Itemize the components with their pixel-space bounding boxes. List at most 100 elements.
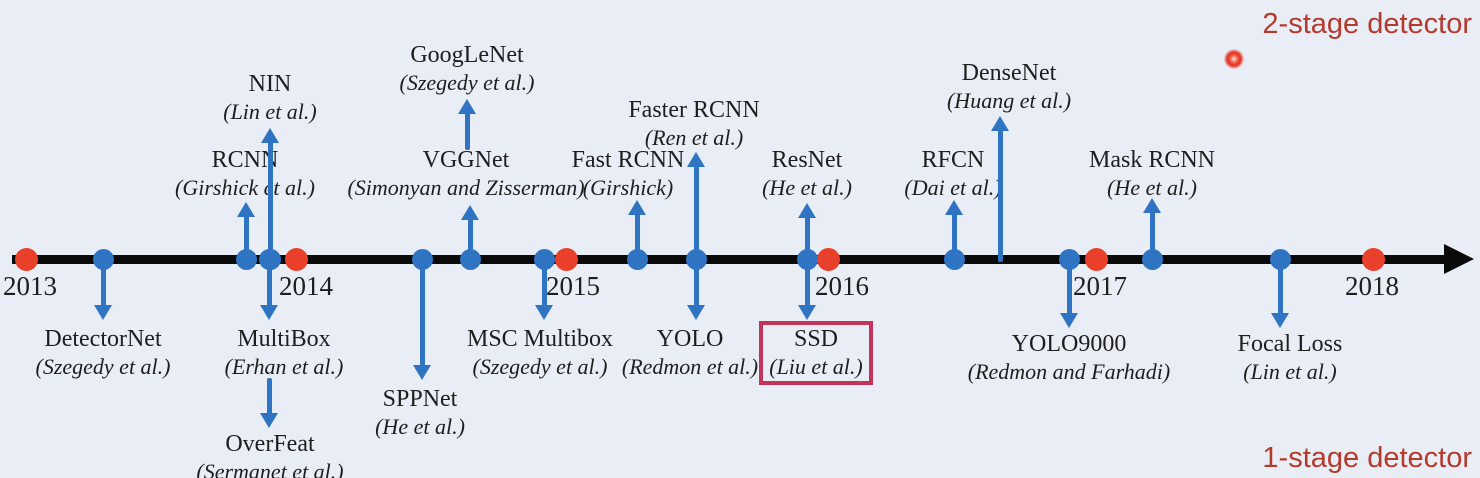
event-dot xyxy=(459,248,481,270)
event-dot xyxy=(943,248,965,270)
event-name-yolo9000: YOLO9000 xyxy=(1011,331,1127,357)
event-name-rcnn: RCNN xyxy=(211,147,279,173)
event-arrow-up-icon xyxy=(798,203,816,218)
event-label-msc-multibox: MSC Multibox(Szegedy et al.) xyxy=(467,326,613,380)
event-arrow-shaft xyxy=(467,218,473,260)
year-label-2017: 2017 xyxy=(1073,271,1127,301)
event-arrow-shaft xyxy=(693,260,699,307)
event-name-multibox: MultiBox xyxy=(237,326,331,352)
event-dot xyxy=(411,248,433,270)
year-label-2016: 2016 xyxy=(815,271,869,301)
timeline-axis xyxy=(12,254,1448,264)
event-dot xyxy=(796,248,818,270)
year-label-2013: 2013 xyxy=(3,271,57,301)
event-citation-faster-rcnn: (Ren et al.) xyxy=(644,125,744,150)
event-arrow-down-icon xyxy=(260,413,278,428)
event-citation-rfcn: (Dai et al.) xyxy=(904,175,1002,200)
event-arrow-shaft xyxy=(634,213,640,260)
event-arrow-shaft xyxy=(243,215,249,260)
event-name-fast-rcnn: Fast RCNN xyxy=(571,147,685,173)
event-name-rfcn: RFCN xyxy=(921,147,985,173)
event-name-nin: NIN xyxy=(248,71,292,97)
event-label-resnet: ResNet(He et al.) xyxy=(762,147,852,201)
year-dot-2013 xyxy=(14,247,38,271)
event-label-focal-loss: Focal Loss(Lin et al.) xyxy=(1238,331,1343,385)
event-label-detectornet: DetectorNet(Szegedy et al.) xyxy=(36,326,171,380)
year-dot-2014 xyxy=(284,247,308,271)
event-dot xyxy=(1141,248,1163,270)
event-arrow-down-icon xyxy=(1060,313,1078,328)
event-arrow-up-icon xyxy=(687,152,705,167)
year-label-2015: 2015 xyxy=(546,271,600,301)
event-name-msc-multibox: MSC Multibox xyxy=(466,326,614,352)
event-arrow-shaft xyxy=(1066,260,1072,315)
event-name-detectornet: DetectorNet xyxy=(44,326,162,352)
event-label-multibox: MultiBox(Erhan et al.) xyxy=(225,326,344,380)
event-name-densenet: DenseNet xyxy=(961,60,1057,86)
event-arrow-up-icon xyxy=(945,200,963,215)
event-arrow-down-icon xyxy=(94,305,112,320)
event-citation-multibox: (Erhan et al.) xyxy=(224,354,344,379)
event-arrow-shaft xyxy=(266,378,272,415)
event-citation-overfeat: (Sermanet et al.) xyxy=(196,459,344,478)
event-citation-rcnn: (Girshick et al.) xyxy=(175,175,315,200)
event-dot xyxy=(1058,248,1080,270)
event-dot xyxy=(626,248,648,270)
event-citation-vggnet: (Simonyan and Zisserman) xyxy=(347,175,585,200)
event-label-vggnet: VGGNet(Simonyan and Zisserman) xyxy=(347,147,584,201)
one-stage-detector-label: 1-stage detector xyxy=(1262,442,1472,474)
event-arrow-up-icon xyxy=(458,99,476,114)
event-arrow-shaft xyxy=(419,260,425,367)
event-label-fast-rcnn: Fast RCNN(Girshick) xyxy=(572,147,685,201)
event-label-overfeat: OverFeat (Sermanet et al.) xyxy=(196,431,343,478)
event-arrow-shaft xyxy=(804,216,810,260)
two-stage-detector-label: 2-stage detector xyxy=(1262,8,1472,40)
year-dot-2017 xyxy=(1084,247,1108,271)
event-arrow-down-icon xyxy=(1271,313,1289,328)
event-arrow-shaft xyxy=(951,213,957,260)
timeline-arrowhead-icon xyxy=(1444,244,1474,274)
event-arrow-down-icon xyxy=(798,305,816,320)
event-arrow-shaft xyxy=(464,112,470,150)
event-dot xyxy=(533,248,555,270)
year-dot-2018 xyxy=(1361,247,1385,271)
event-arrow-up-icon xyxy=(1143,198,1161,213)
event-citation-focal-loss: (Lin et al.) xyxy=(1243,359,1337,384)
event-label-rfcn: RFCN(Dai et al.) xyxy=(904,147,1001,201)
event-name-vggnet: VGGNet xyxy=(422,147,510,173)
event-citation-mask-rcnn: (He et al.) xyxy=(1107,175,1197,200)
event-arrow-shaft xyxy=(266,260,272,307)
event-label-mask-rcnn: Mask RCNN(He et al.) xyxy=(1089,147,1215,201)
event-arrow-shaft xyxy=(1277,260,1283,315)
event-dot xyxy=(235,248,257,270)
event-citation-yolo: (Redmon et al.) xyxy=(621,354,759,379)
year-label-2018: 2018 xyxy=(1345,271,1399,301)
event-citation-detectornet: (Szegedy et al.) xyxy=(35,354,171,379)
event-citation-densenet: (Huang et al.) xyxy=(946,88,1072,113)
event-name-sppnet: SPPNet xyxy=(382,386,458,412)
event-dot xyxy=(685,248,707,270)
event-citation-resnet: (He et al.) xyxy=(762,175,852,200)
event-name-ssd: SSD xyxy=(793,326,839,352)
event-citation-ssd: (Liu et al.) xyxy=(769,354,863,379)
event-arrow-up-icon xyxy=(628,200,646,215)
event-name-overfeat: OverFeat xyxy=(225,431,315,457)
event-citation-sppnet: (He et al.) xyxy=(375,414,465,439)
event-label-yolo9000: YOLO9000(Redmon and Farhadi) xyxy=(968,331,1170,385)
event-arrow-down-icon xyxy=(687,305,705,320)
year-dot-2016 xyxy=(816,247,840,271)
event-label-rcnn: RCNN(Girshick et al.) xyxy=(175,147,315,201)
event-arrow-up-icon xyxy=(261,128,279,143)
laser-pointer-dot xyxy=(1224,49,1244,69)
event-label-faster-rcnn: Faster RCNN(Ren et al.) xyxy=(628,97,759,151)
event-citation-yolo9000: (Redmon and Farhadi) xyxy=(967,359,1171,384)
year-dot-2015 xyxy=(554,247,578,271)
event-arrow-shaft xyxy=(100,260,106,307)
event-label-sppnet: SPPNet(He et al.) xyxy=(375,386,465,440)
event-name-yolo: YOLO xyxy=(656,326,724,352)
event-citation-nin: (Lin et al.) xyxy=(223,99,317,124)
event-arrow-shaft xyxy=(267,141,273,260)
event-citation-googlenet: (Szegedy et al.) xyxy=(399,70,535,95)
event-label-densenet: DenseNet(Huang et al.) xyxy=(947,60,1071,114)
event-dot xyxy=(92,248,114,270)
